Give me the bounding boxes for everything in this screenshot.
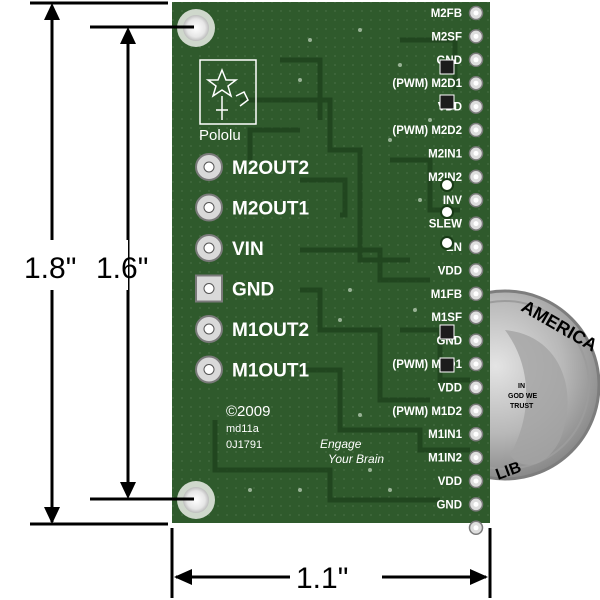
header-pin-label: (PWM) M1D2 [392, 406, 462, 418]
header-pin-hole [473, 150, 479, 156]
dimension-height-outer: 1.8" [24, 252, 76, 285]
header-pin-hole [473, 431, 479, 437]
header-pin-hole [473, 455, 479, 461]
header-pin-label: SLEW [429, 219, 462, 231]
header-pin-hole [473, 33, 479, 39]
pad-label: M1OUT1 [232, 361, 310, 382]
header-pin-label: M1SF [431, 312, 462, 324]
header-pin-hole [473, 127, 479, 133]
dimension-width: 1.1" [296, 562, 348, 595]
header-pin-label: M2IN2 [428, 172, 462, 184]
header-pin-label: M2SF [431, 31, 462, 43]
header-pin-hole [473, 267, 479, 273]
header-pin-hole [473, 338, 479, 344]
header-pin-hole [473, 314, 479, 320]
pad-hole [203, 242, 215, 254]
header-pin-hole [473, 57, 479, 63]
header-pin-label: (PWM) M2D2 [392, 125, 462, 137]
header-pin-hole [473, 478, 479, 484]
mounting-hole-bottom [177, 481, 215, 519]
header-pin-hole [473, 244, 479, 250]
header-pin-label: (PWM) M2D1 [392, 78, 462, 90]
header-pin-hole [473, 384, 479, 390]
header-pin-label: VIN [443, 523, 462, 535]
header-pin-label: VDD [438, 382, 462, 394]
header-pin-hole [473, 525, 479, 531]
header-pin-hole [473, 80, 479, 86]
header-pin-hole [473, 361, 479, 367]
pad-label: VIN [232, 239, 264, 260]
header-pin-label: M1IN2 [428, 453, 462, 465]
coin-text-trust: TRUST [510, 403, 534, 410]
mounting-hole-top [177, 9, 215, 47]
pad-label: M2OUT1 [232, 199, 310, 220]
header-pin-hole [473, 104, 479, 110]
pad-hole [203, 283, 215, 294]
dimension-height-inner: 1.6" [96, 252, 148, 285]
header-pin-label: VDD [438, 476, 462, 488]
header-pin-hole [473, 501, 479, 507]
pad-label: M1OUT2 [232, 320, 309, 341]
pcb-board [172, 2, 490, 523]
copyright-text: ©2009 [226, 403, 270, 420]
header-pin-hole [473, 408, 479, 414]
header-pin-label: INV [443, 195, 463, 207]
header-pin-label: M1FB [431, 289, 462, 301]
header-pin-hole [473, 291, 479, 297]
header-pin-label: M2FB [431, 8, 462, 20]
slogan-line1: Engage [320, 437, 362, 451]
pad-hole [203, 364, 215, 375]
header-pin-label: M2IN1 [428, 148, 462, 160]
mid-components [439, 59, 455, 373]
header-pin-hole [473, 10, 479, 16]
coin-text-in: IN [518, 383, 525, 390]
header-pin-label: GND [436, 499, 462, 511]
pololu-logo [199, 59, 257, 125]
pad-hole [203, 161, 215, 173]
slogan-line2: Your Brain [328, 452, 384, 466]
lot-text: 0J1791 [226, 439, 262, 451]
pad-hole [203, 323, 215, 335]
pad-label: GND [232, 280, 274, 301]
coin-text-god-we: GOD WE [508, 393, 537, 400]
header-pin-hole [473, 221, 479, 227]
header-pin-label: VDD [438, 265, 462, 277]
header-pins: M2FB M2SF GND (PWM) M2D1VDD (PWM) M2D2M2IN1M… [392, 5, 484, 536]
model-text: md11a [226, 423, 260, 435]
header-pin-hole [473, 174, 479, 180]
pad-hole [203, 202, 215, 213]
pad-label: M2OUT2 [232, 158, 309, 179]
header-pin-label: M1IN1 [428, 429, 462, 441]
brand-name: Pololu [199, 127, 241, 144]
header-pin-hole [473, 197, 479, 203]
